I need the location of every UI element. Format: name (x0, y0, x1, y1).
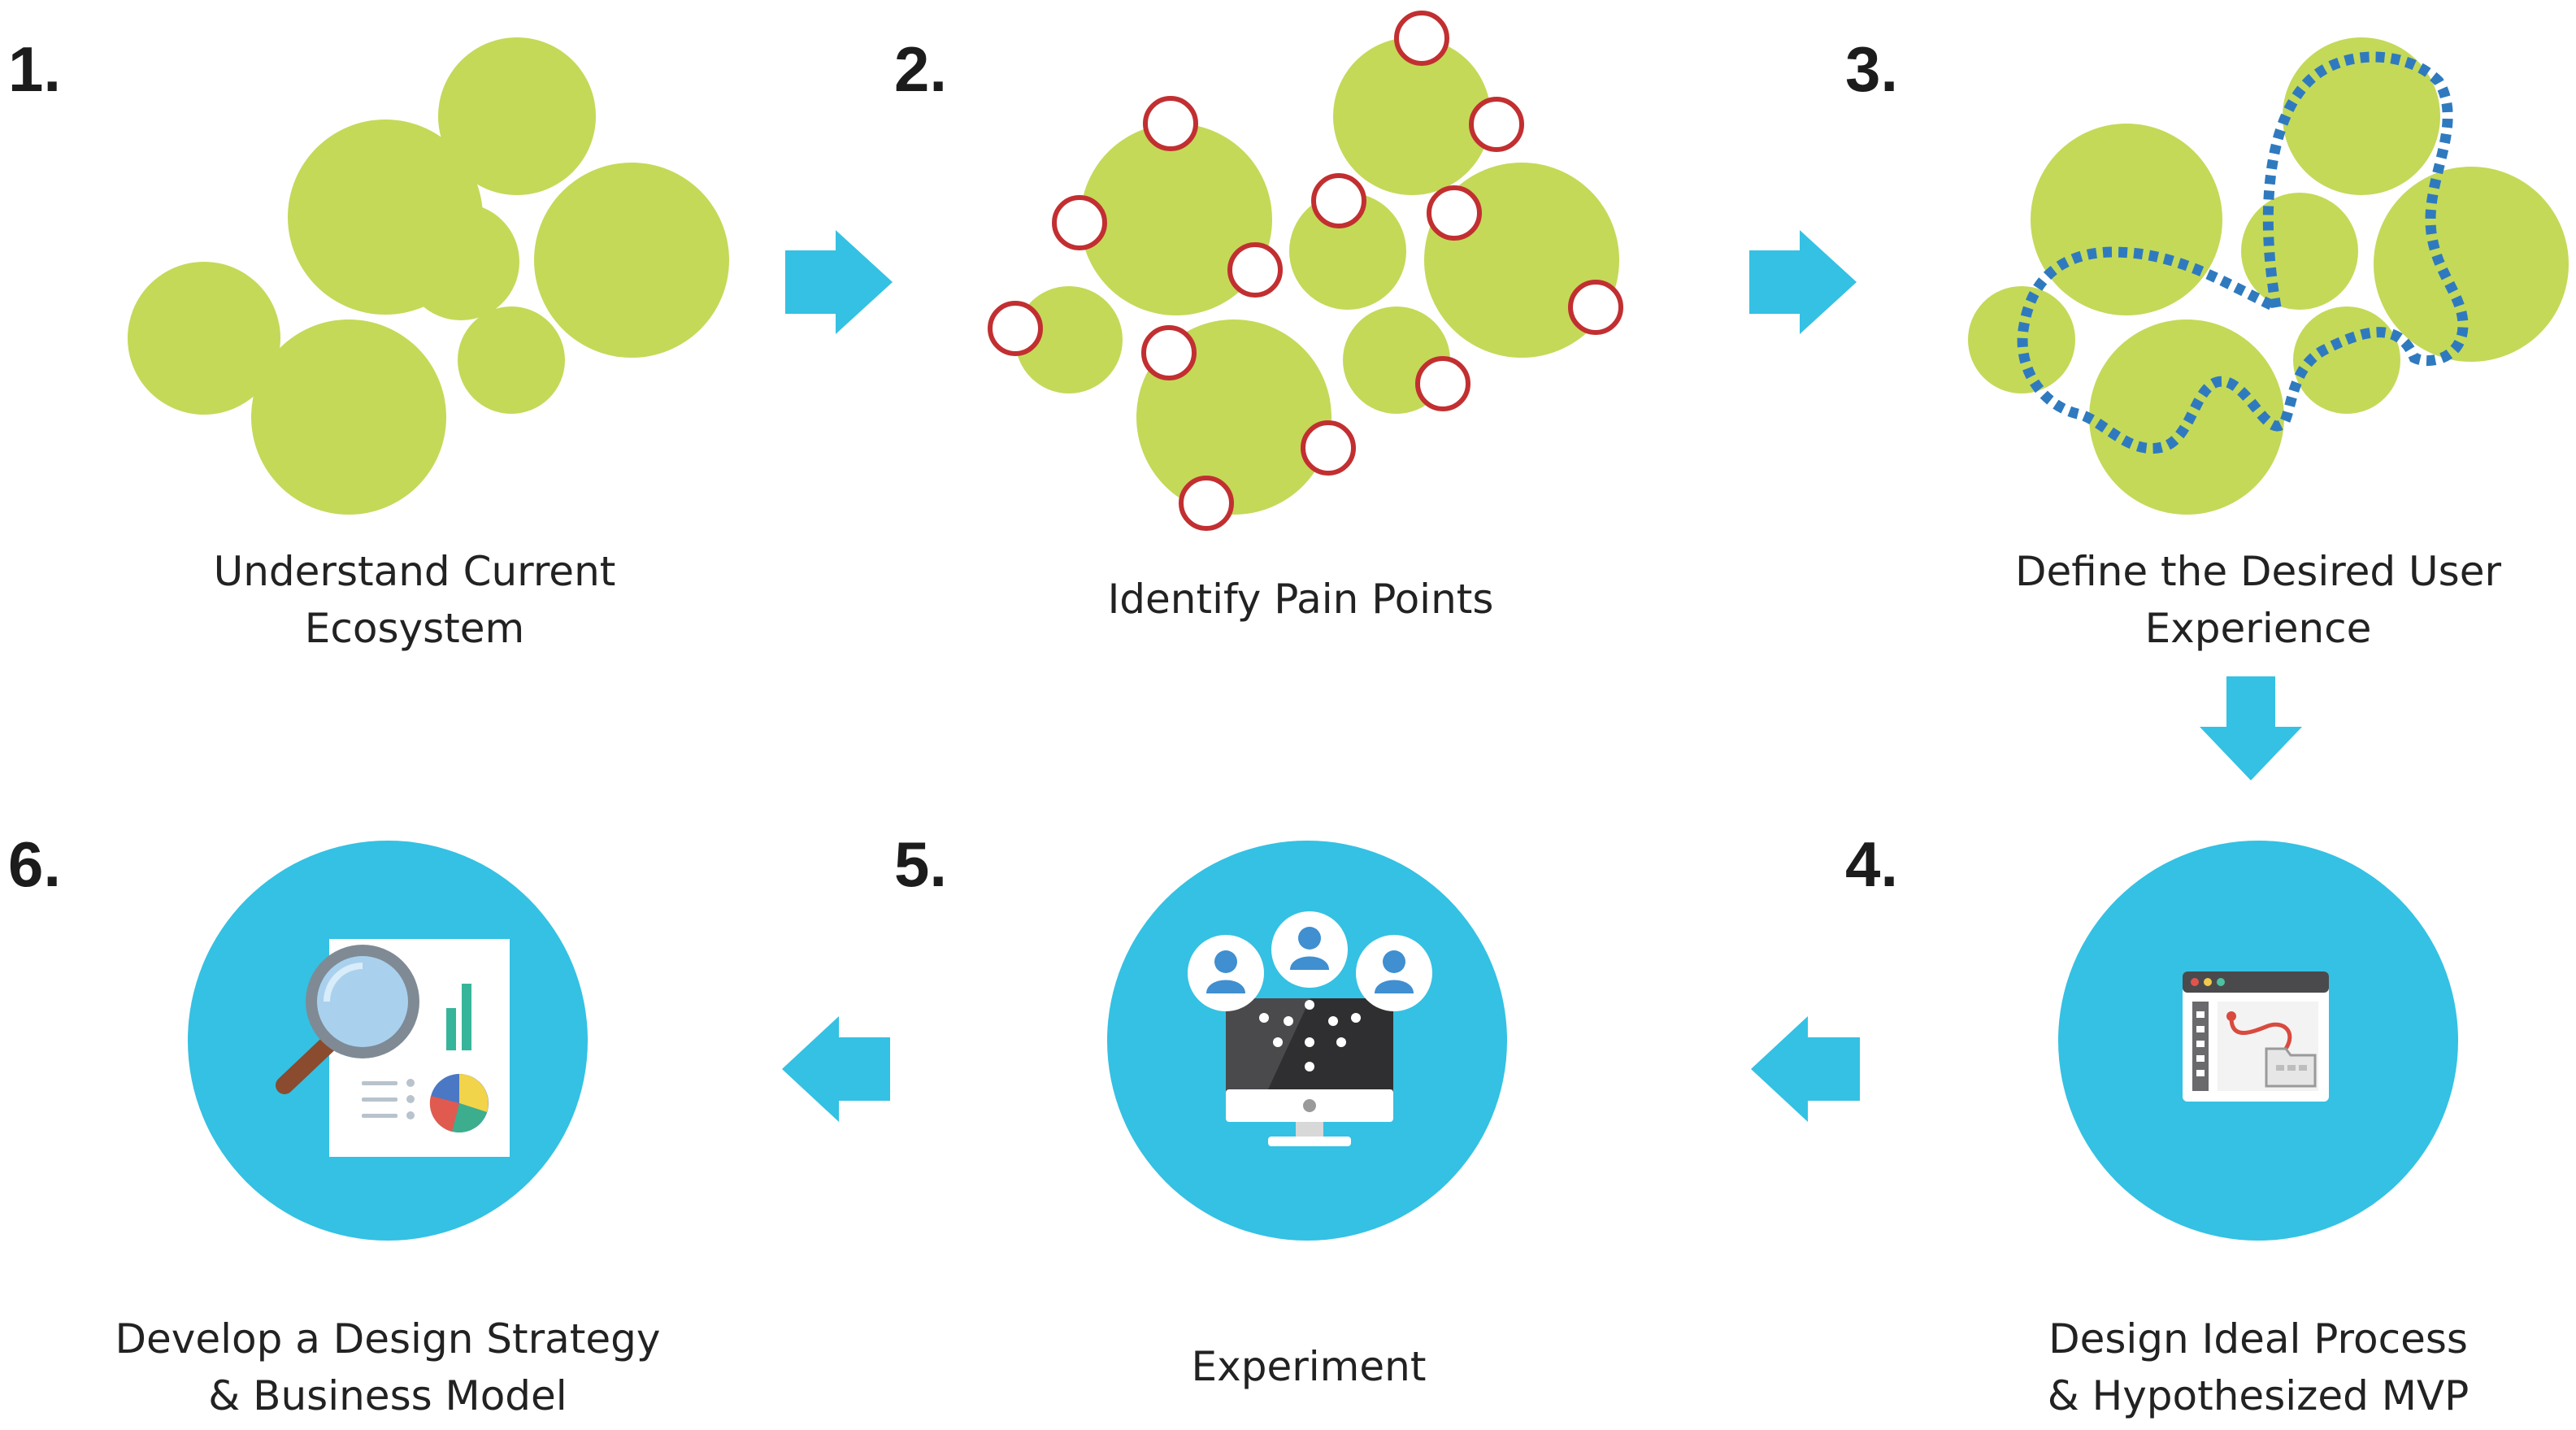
arrow-down-icon (2200, 676, 2302, 780)
step-2-label-line-1: Identify Pain Points (1108, 576, 1494, 623)
bubble (534, 163, 729, 358)
pain-point-marker (1415, 356, 1470, 411)
bubble (1015, 286, 1123, 393)
step-1-label-line-2: Ecosystem (305, 605, 524, 652)
pain-point-marker (1311, 173, 1366, 228)
step-1: 1. Understand Current Ecosystem (8, 33, 729, 652)
bubble (2293, 306, 2400, 414)
step-6: 6. Develop a Design St (8, 828, 661, 1419)
step-2: 2. Identify Pain Points (894, 11, 1623, 623)
step-4-number: 4. (1845, 828, 1898, 900)
bubble (1333, 37, 1491, 195)
pain-point-marker (1227, 242, 1283, 298)
step-5-label-line-1: Experiment (1192, 1343, 1427, 1390)
pain-point-marker (1301, 420, 1356, 476)
users-monitor-icon (1188, 911, 1432, 1146)
step-5: 5. (894, 828, 1507, 1390)
step-1-number: 1. (8, 33, 61, 105)
step-4-label-line-1: Design Ideal Process (2048, 1315, 2468, 1363)
bubble (1289, 193, 1406, 310)
bubble (2241, 193, 2358, 310)
step-1-label-line-1: Understand Current (214, 548, 616, 595)
pain-point-marker (1052, 195, 1107, 250)
pain-point-marker (1141, 325, 1197, 380)
step-6-label-line-2: & Business Model (208, 1372, 567, 1419)
step-6-number: 6. (8, 828, 61, 900)
user-journey-path (2017, 51, 2469, 454)
arrow-right-icon (1749, 230, 1857, 334)
arrow-left-icon (782, 1016, 890, 1122)
bubble (251, 319, 446, 515)
step-3-label-line-1: Define the Desired User (2015, 548, 2502, 595)
bubble (402, 203, 519, 320)
step-3-label-line-2: Experience (2145, 605, 2372, 652)
browser-window-icon (2183, 971, 2329, 1102)
step-5-number: 5. (894, 828, 947, 900)
step-3-number: 3. (1845, 33, 1898, 105)
pain-points (988, 11, 1623, 531)
ecosystem-bubbles (128, 37, 729, 515)
arrow-right-icon (785, 230, 893, 334)
pain-point-marker (1469, 97, 1524, 152)
arrow-left-icon (1751, 1016, 1860, 1122)
pain-point-marker (1179, 476, 1234, 531)
bubble (438, 37, 596, 195)
pain-point-marker (1568, 280, 1623, 335)
pain-point-marker (1143, 96, 1198, 151)
step-2-number: 2. (894, 33, 947, 105)
report-magnifier-icon (276, 939, 510, 1157)
pain-point-marker (988, 301, 1043, 356)
bubble (128, 262, 280, 415)
step-3: 3. Define the Desired User Experience (1845, 33, 2569, 652)
pain-point-marker (1427, 185, 1482, 241)
bubble (2031, 124, 2222, 315)
pain-point-marker (1394, 11, 1449, 66)
step-6-label-line-1: Develop a Design Strategy (115, 1315, 660, 1363)
bubble (2374, 167, 2569, 362)
step-4-label-line-2: & Hypothesized MVP (2048, 1372, 2470, 1419)
bubble (458, 306, 565, 414)
step-4: 4. Design Ideal Process & Hypothesized M… (1845, 828, 2469, 1419)
bubble (1080, 124, 1272, 315)
